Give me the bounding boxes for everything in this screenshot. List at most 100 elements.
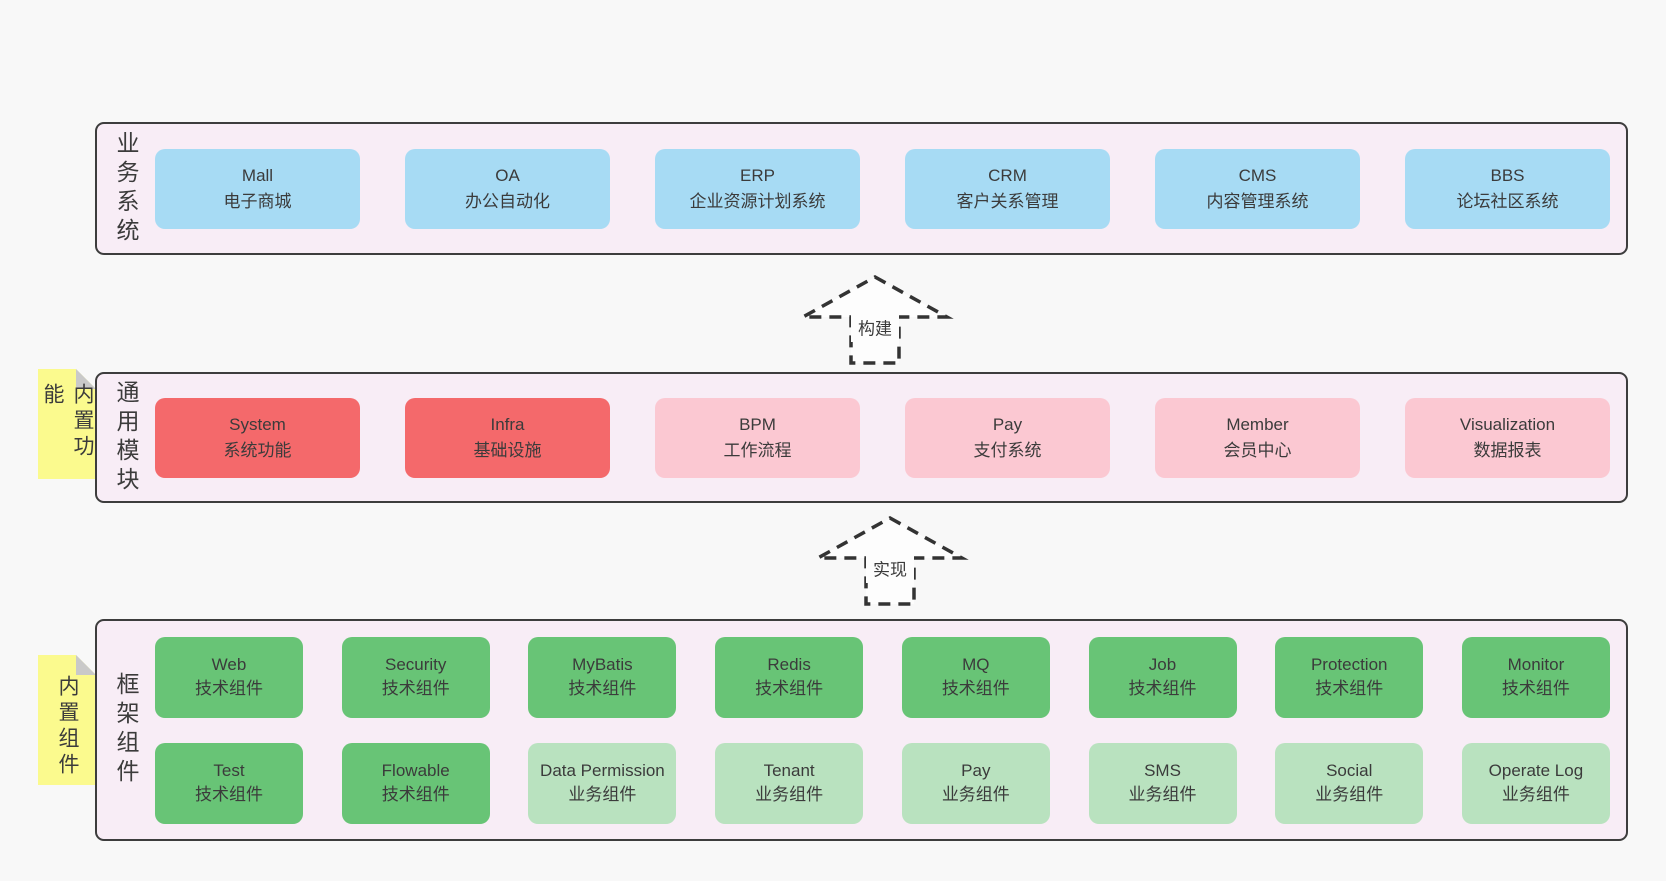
node-protection: Protection 技术组件 (1275, 636, 1424, 718)
sticky-note-builtin-components: 内置组件 (38, 655, 96, 785)
panel-label-business: 业务系统 (113, 130, 139, 247)
node-title: SMS (1144, 761, 1181, 780)
node-subtitle: 技术组件 (381, 679, 450, 698)
node-subtitle: 论坛社区系统 (1456, 191, 1559, 211)
node-title: Mall (241, 165, 274, 185)
sticky-label: 内置组件 (56, 675, 79, 779)
implement-arrow-label: 实现 (873, 560, 907, 579)
node-title: Flowable (381, 761, 450, 780)
build-arrow-label: 构建 (858, 319, 892, 338)
node-title: Member (1226, 414, 1289, 434)
node-subtitle: 企业资源计划系统 (689, 191, 826, 211)
node-title: ERP (740, 165, 775, 185)
node-title: Pay (992, 414, 1023, 434)
node-title: Data Permission (540, 761, 665, 780)
node-title: BPM (739, 414, 776, 434)
node-subtitle: 系统功能 (223, 440, 292, 460)
node-title: Redis (767, 655, 811, 674)
node-title: Pay (961, 761, 991, 780)
node-pay-module: Pay 支付系统 (905, 397, 1110, 478)
node-title: MQ (962, 655, 990, 674)
node-operate-log: Operate Log 业务组件 (1461, 742, 1610, 824)
node-title: Social (1326, 761, 1373, 780)
node-subtitle: 客户关系管理 (956, 191, 1059, 211)
sticky-label: 内置功能 (41, 383, 94, 461)
build-arrow-icon: 构建 (796, 274, 954, 365)
implement-arrow-icon: 实现 (811, 515, 969, 606)
node-title: Protection (1310, 655, 1388, 674)
node-oa: OA 办公自动化 (405, 148, 610, 229)
folded-corner-icon (76, 369, 96, 389)
node-subtitle: 业务组件 (941, 785, 1010, 804)
components-node-row-1: Web 技术组件 Security 技术组件 MyBatis 技术组件 Redi… (155, 636, 1610, 718)
node-bbs: BBS 论坛社区系统 (1405, 148, 1610, 229)
node-subtitle: 业务组件 (568, 785, 637, 804)
node-system: System 系统功能 (155, 397, 360, 478)
node-subtitle: 技术组件 (1128, 679, 1197, 698)
node-title: Tenant (763, 761, 815, 780)
node-subtitle: 技术组件 (941, 679, 1010, 698)
node-subtitle: 技术组件 (1501, 679, 1570, 698)
panel-business-systems: 业务系统 Mall 电子商城 OA 办公自动化 ERP 企业资源计划系统 CRM… (95, 122, 1628, 255)
node-title: CMS (1238, 165, 1277, 185)
folded-corner-icon (76, 655, 96, 675)
node-subtitle: 内容管理系统 (1206, 191, 1309, 211)
node-monitor: Monitor 技术组件 (1461, 636, 1610, 718)
node-title: Web (211, 655, 247, 674)
node-flowable: Flowable 技术组件 (341, 742, 490, 824)
node-subtitle: 技术组件 (195, 679, 263, 698)
node-title: BBS (1490, 165, 1525, 185)
node-tenant: Tenant 业务组件 (715, 742, 864, 824)
components-node-row-2: Test 技术组件 Flowable 技术组件 Data Permission … (155, 742, 1610, 824)
node-pay-component: Pay 业务组件 (901, 742, 1050, 824)
node-subtitle: 基础设施 (473, 440, 542, 460)
node-redis: Redis 技术组件 (715, 636, 864, 718)
node-title: Monitor (1507, 655, 1565, 674)
node-cms: CMS 内容管理系统 (1155, 148, 1360, 229)
node-data-permission: Data Permission 业务组件 (528, 742, 677, 824)
node-title: Visualization (1459, 414, 1556, 434)
node-test: Test 技术组件 (155, 742, 303, 824)
node-mybatis: MyBatis 技术组件 (528, 636, 677, 718)
node-erp: ERP 企业资源计划系统 (655, 148, 860, 229)
node-title: Operate Log (1488, 761, 1584, 780)
node-subtitle: 业务组件 (755, 785, 824, 804)
node-mall: Mall 电子商城 (155, 148, 360, 229)
business-node-row: Mall 电子商城 OA 办公自动化 ERP 企业资源计划系统 CRM 客户关系… (155, 148, 1610, 229)
panel-label-modules: 通用模块 (113, 379, 139, 496)
node-subtitle: 业务组件 (1315, 785, 1384, 804)
node-crm: CRM 客户关系管理 (905, 148, 1110, 229)
node-subtitle: 办公自动化 (465, 191, 550, 211)
modules-node-row: System 系统功能 Infra 基础设施 BPM 工作流程 Pay 支付系统… (155, 397, 1610, 478)
node-job: Job 技术组件 (1088, 636, 1237, 718)
panel-common-modules: 通用模块 System 系统功能 Infra 基础设施 BPM 工作流程 Pay… (95, 372, 1628, 503)
node-subtitle: 技术组件 (1315, 679, 1384, 698)
panel-framework-components: 框架组件 Web 技术组件 Security 技术组件 MyBatis 技术组件… (95, 619, 1628, 841)
node-title: Infra (490, 414, 525, 434)
node-subtitle: 会员中心 (1223, 440, 1292, 460)
node-social: Social 业务组件 (1275, 742, 1424, 824)
node-subtitle: 工作流程 (723, 440, 792, 460)
node-subtitle: 电子商城 (223, 191, 292, 211)
node-member: Member 会员中心 (1155, 397, 1360, 478)
node-mq: MQ 技术组件 (901, 636, 1050, 718)
node-subtitle: 数据报表 (1473, 440, 1542, 460)
node-subtitle: 技术组件 (195, 785, 263, 804)
node-title: MyBatis (572, 655, 633, 674)
node-subtitle: 业务组件 (1128, 785, 1197, 804)
sticky-note-builtin-features: 内置功能 (38, 369, 96, 479)
node-subtitle: 技术组件 (755, 679, 824, 698)
node-title: Test (213, 761, 245, 780)
node-web: Web 技术组件 (155, 636, 303, 718)
panel-label-components: 框架组件 (113, 672, 139, 788)
node-security: Security 技术组件 (341, 636, 490, 718)
node-subtitle: 技术组件 (381, 785, 450, 804)
node-subtitle: 业务组件 (1501, 785, 1570, 804)
node-subtitle: 技术组件 (568, 679, 637, 698)
node-visualization: Visualization 数据报表 (1405, 397, 1610, 478)
node-infra: Infra 基础设施 (405, 397, 610, 478)
node-title: Security (384, 655, 447, 674)
node-bpm: BPM 工作流程 (655, 397, 860, 478)
node-title: OA (495, 165, 520, 185)
